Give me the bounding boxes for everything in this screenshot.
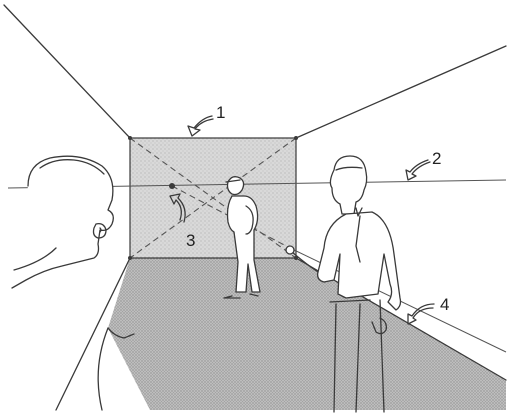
wall-diagonal-b bbox=[129, 137, 297, 259]
floor-left-edge bbox=[55, 257, 131, 411]
sight-line bbox=[171, 185, 291, 249]
ceiling-left-edge bbox=[3, 4, 131, 139]
corner-dot bbox=[294, 136, 298, 140]
arrow-2 bbox=[405, 159, 431, 181]
corner-dot bbox=[128, 136, 132, 140]
label-2: 2 bbox=[432, 149, 441, 168]
viewer-figure bbox=[11, 155, 135, 411]
label-4: 4 bbox=[440, 295, 449, 314]
pointer-figure bbox=[285, 155, 402, 413]
corner-dot bbox=[128, 256, 132, 260]
distant-figure bbox=[223, 176, 261, 299]
arrow-3 bbox=[169, 193, 186, 223]
vanishing-point bbox=[169, 183, 175, 189]
label-3: 3 bbox=[186, 231, 195, 250]
label-1: 1 bbox=[216, 103, 225, 122]
floor-plane bbox=[108, 258, 506, 410]
arrow-1 bbox=[187, 115, 214, 137]
arrow-4 bbox=[407, 303, 435, 325]
ceiling-right-edge bbox=[295, 45, 507, 139]
